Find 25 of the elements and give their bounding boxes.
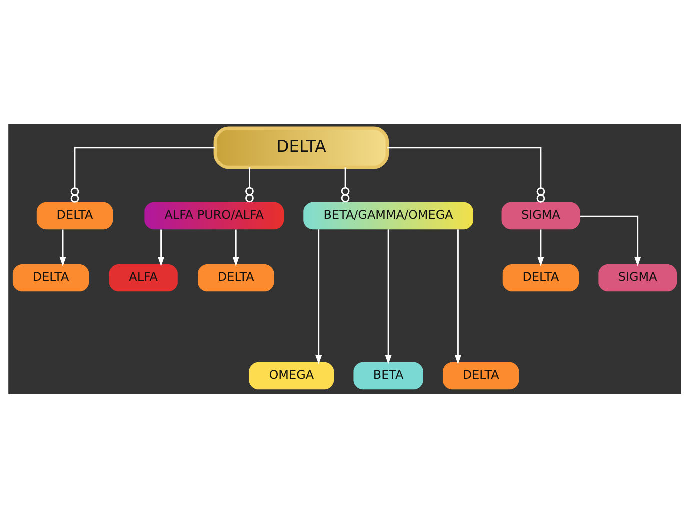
arrow — [385, 229, 392, 364]
arrow — [158, 229, 165, 266]
connector — [246, 167, 254, 202]
node-box: ALFA — [109, 264, 178, 292]
node-box: DELTA — [198, 264, 274, 292]
node-box: BETA/GAMMA/OMEGA — [304, 202, 474, 230]
arrow — [60, 229, 66, 266]
arrow — [580, 215, 642, 266]
node-box: SIGMA — [598, 264, 678, 292]
node-box: DELTA — [442, 362, 520, 390]
node-box: DELTA — [36, 202, 114, 230]
connector — [341, 167, 350, 202]
node-box: ALFA PURO/ALFA — [144, 202, 284, 230]
node-box: DELTA — [502, 264, 580, 292]
node-box: BETA — [354, 362, 424, 390]
node-box: DELTA — [12, 264, 90, 292]
node-box: SIGMA — [502, 202, 580, 230]
connector — [388, 146, 546, 202]
node-box: DELTA — [214, 126, 390, 169]
arrow — [232, 229, 240, 266]
node-box: OMEGA — [249, 362, 334, 390]
arrow — [454, 229, 462, 364]
connector — [70, 146, 216, 202]
arrow — [538, 229, 544, 266]
arrow — [316, 229, 322, 364]
